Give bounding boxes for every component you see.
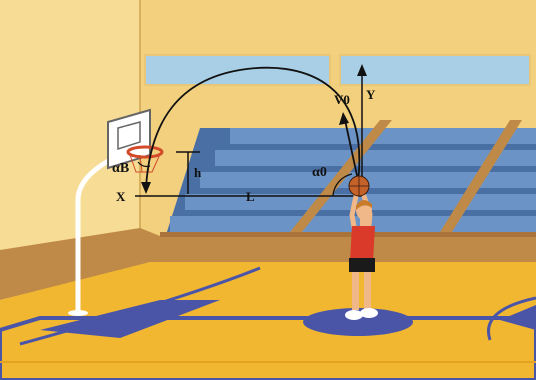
label-x-axis: X	[116, 189, 126, 204]
window-right	[340, 55, 530, 85]
label-v0: V0	[334, 92, 350, 107]
label-alpha-b: αB	[112, 161, 129, 176]
pole-base	[68, 310, 88, 316]
bleachers	[160, 120, 536, 262]
label-h: h	[194, 165, 202, 180]
label-alpha-0: α0	[312, 165, 327, 180]
label-y-axis: Y	[366, 87, 376, 102]
basketball-icon	[349, 176, 369, 196]
label-distance: L	[246, 189, 255, 204]
